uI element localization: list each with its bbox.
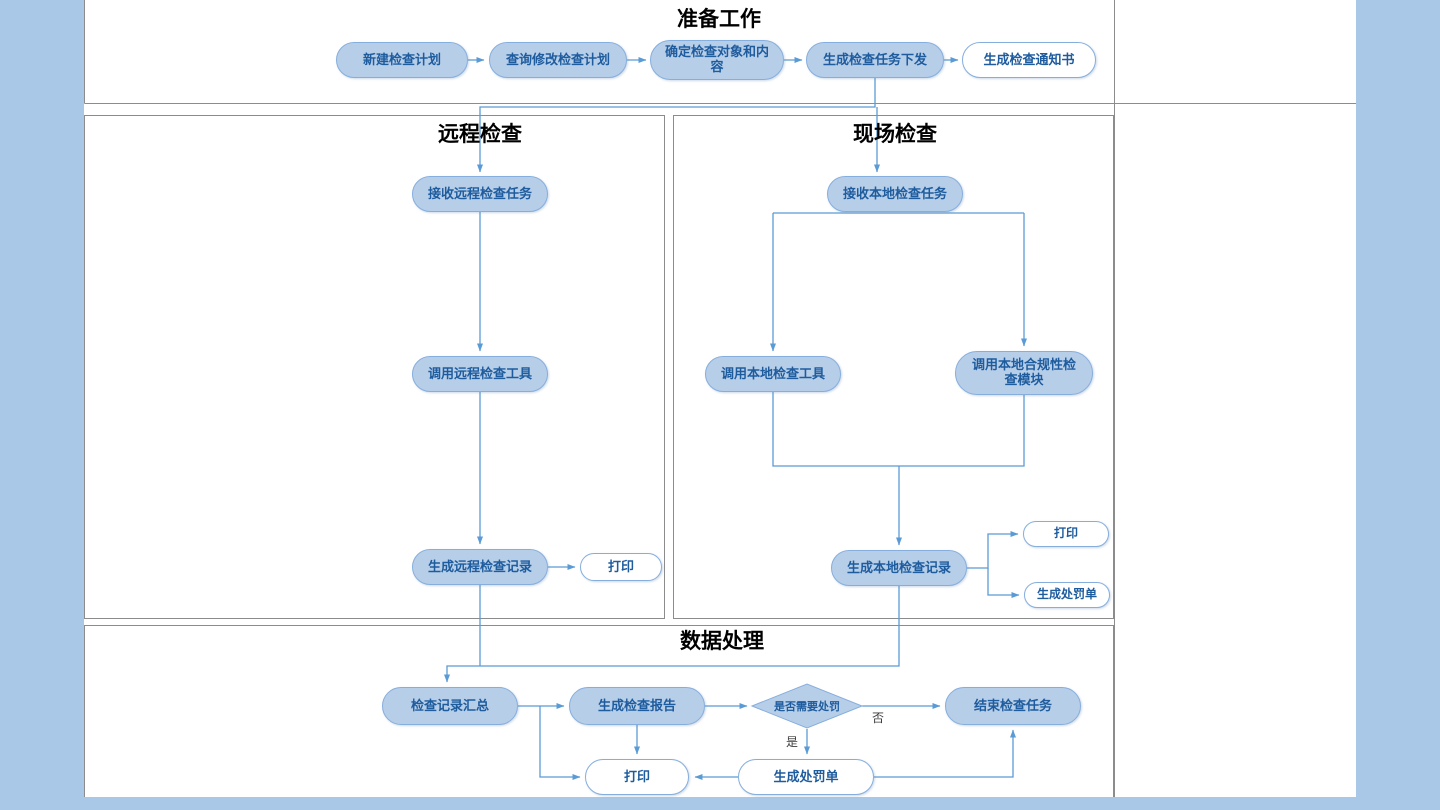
node-generate-task-dispatch: 生成检查任务下发	[806, 42, 944, 78]
node-generate-report: 生成检查报告	[569, 687, 705, 725]
section-title-onsite: 现场检查	[853, 123, 937, 146]
node-invoke-local-tool: 调用本地检查工具	[705, 356, 841, 392]
node-end-inspection-task: 结束检查任务	[945, 687, 1081, 725]
flowchart-canvas	[84, 0, 1356, 797]
section-frames	[84, 0, 1356, 797]
node-onsite-print: 打印	[1023, 521, 1109, 547]
section-title-remote: 远程检查	[438, 123, 522, 146]
node-receive-local-task: 接收本地检查任务	[827, 176, 963, 212]
node-invoke-local-compliance-module: 调用本地合规性检查模块	[955, 351, 1093, 395]
node-data-print: 打印	[585, 759, 689, 795]
node-need-penalty-decision: 是否需要处罚	[774, 701, 840, 713]
node-confirm-target-content: 确定检查对象和内容	[650, 40, 784, 80]
section-title-prepare: 准备工作	[677, 8, 761, 31]
node-generate-remote-record: 生成远程检查记录	[412, 549, 548, 585]
node-generate-notice: 生成检查通知书	[962, 42, 1096, 78]
node-onsite-penalty-slip: 生成处罚单	[1024, 582, 1110, 608]
node-data-penalty-slip: 生成处罚单	[738, 759, 874, 795]
node-generate-local-record: 生成本地检查记录	[831, 550, 967, 586]
section-title-process: 数据处理	[680, 630, 764, 653]
flow-connectors	[444, 57, 1027, 780]
node-receive-remote-task: 接收远程检查任务	[412, 176, 548, 212]
edge-label-yes: 是	[786, 735, 799, 749]
node-new-inspection-plan: 新建检查计划	[336, 42, 468, 78]
edge-label-no: 否	[872, 711, 885, 725]
node-record-summary: 检查记录汇总	[382, 687, 518, 725]
node-query-modify-plan: 查询修改检查计划	[489, 42, 627, 78]
node-remote-print: 打印	[580, 553, 662, 581]
decision-diamond-shape	[750, 683, 864, 729]
node-invoke-remote-tool: 调用远程检查工具	[412, 356, 548, 392]
